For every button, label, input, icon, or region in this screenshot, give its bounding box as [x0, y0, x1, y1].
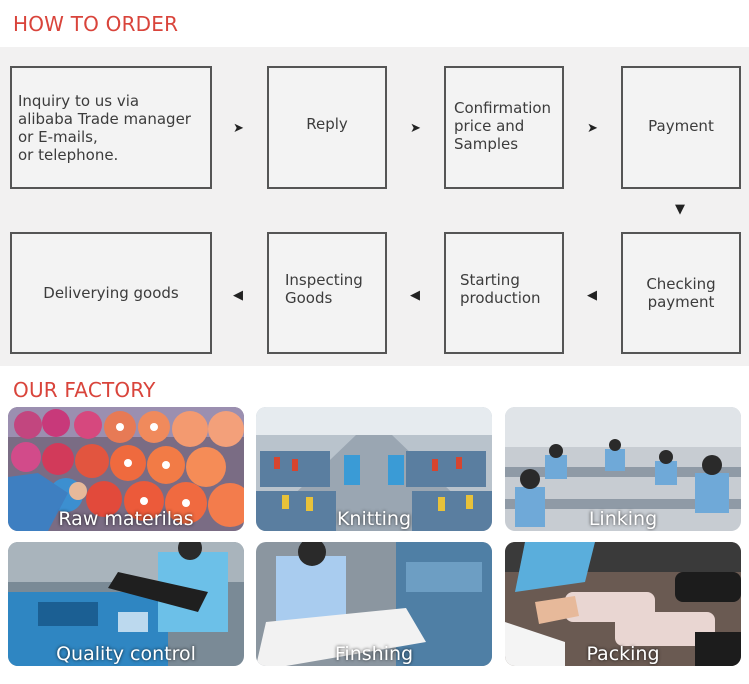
arrow-right-icon: ➤: [410, 121, 421, 136]
arrow-down-icon: ▼: [675, 202, 685, 217]
photo-caption: Finshing: [334, 643, 414, 665]
photo-packing: Packing: [505, 542, 741, 666]
arrow-left-icon: ◀: [587, 288, 597, 303]
step-delivering: Deliverying goods: [10, 232, 212, 354]
photo-knitting: Knitting: [256, 407, 492, 531]
order-process-panel: Inquiry to us via alibaba Trade manager …: [0, 47, 749, 366]
step-inspecting: Inspecting Goods: [267, 232, 387, 354]
photo-caption: Knitting: [336, 508, 412, 530]
step-checking-payment-label: Checking payment: [646, 275, 716, 311]
arrow-left-icon: ◀: [233, 288, 243, 303]
photo-finishing: Finshing: [256, 542, 492, 666]
finishing-worker-image: [256, 542, 492, 666]
photo-caption: Raw materilas: [58, 508, 194, 530]
step-reply: Reply: [267, 66, 387, 189]
photo-caption: Linking: [588, 508, 658, 530]
packing-socks-image: [505, 542, 741, 666]
photo-caption: Packing: [586, 643, 660, 665]
step-starting-production-label: Starting production: [460, 271, 541, 307]
photo-caption: Quality control: [56, 643, 196, 665]
yarn-cones-image: [8, 407, 244, 531]
our-factory-title: OUR FACTORY: [13, 378, 156, 402]
linking-workers-image: [505, 407, 741, 531]
quality-control-image: [8, 542, 244, 666]
step-inquiry-label: Inquiry to us via alibaba Trade manager …: [18, 91, 191, 164]
step-delivering-label: Deliverying goods: [43, 284, 179, 302]
photo-raw-materials: Raw materilas: [8, 407, 244, 531]
how-to-order-title: HOW TO ORDER: [13, 12, 179, 36]
arrow-right-icon: ➤: [587, 121, 598, 136]
step-confirmation: Confirmation price and Samples: [444, 66, 564, 189]
step-payment-label: Payment: [648, 116, 714, 135]
photo-quality-control: Quality control: [8, 542, 244, 666]
step-confirmation-label: Confirmation price and Samples: [454, 98, 552, 153]
knitting-machines-image: [256, 407, 492, 531]
step-reply-label: Reply: [306, 114, 348, 133]
step-inquiry: Inquiry to us via alibaba Trade manager …: [10, 66, 212, 189]
arrow-left-icon: ◀: [410, 288, 420, 303]
step-checking-payment: Checking payment: [621, 232, 741, 354]
photo-linking: Linking: [505, 407, 741, 531]
step-payment: Payment: [621, 66, 741, 189]
step-inspecting-label: Inspecting Goods: [285, 271, 363, 307]
arrow-right-icon: ➤: [233, 121, 244, 136]
step-starting-production: Starting production: [444, 232, 564, 354]
